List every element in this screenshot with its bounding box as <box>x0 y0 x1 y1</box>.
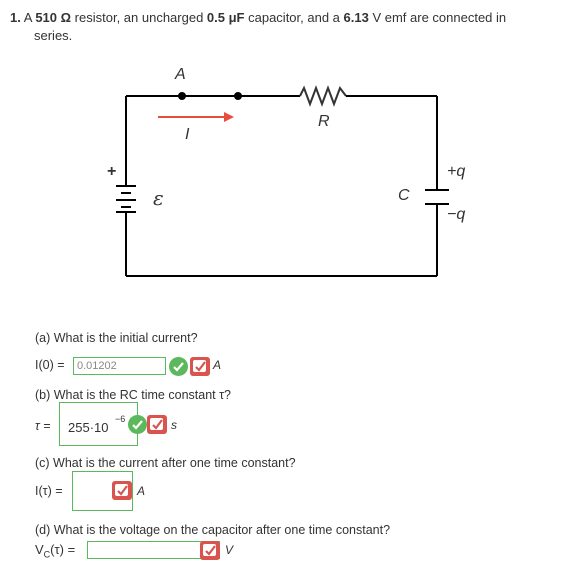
part-a-correct-check-icon <box>169 357 188 376</box>
circuit-diagram <box>116 85 449 277</box>
part-a-unit: A <box>213 358 222 372</box>
part-d-var-sub: C <box>43 549 51 560</box>
label-plus: + <box>107 163 117 180</box>
part-b-value-exponent: −6 <box>115 414 126 424</box>
question-number: 1. <box>10 10 21 25</box>
part-a-prompt: (a) What is the initial current? <box>35 331 198 345</box>
label-capacitor: C <box>398 187 410 204</box>
label-minus-q: −q <box>447 206 466 223</box>
part-b-var-label: τ = <box>35 419 51 433</box>
part-c-var-label: I(τ) = <box>35 484 63 498</box>
part-d-var-label: VC(τ) = <box>35 542 75 560</box>
part-a-answer-field[interactable]: 0.01202 <box>73 357 166 375</box>
part-c-prompt: (c) What is the current after one time c… <box>35 456 296 470</box>
part-b-flag-button[interactable] <box>147 415 167 434</box>
node-b <box>234 92 242 100</box>
node-a <box>178 92 186 100</box>
part-d-prompt: (d) What is the voltage on the capacitor… <box>35 523 391 537</box>
question-text-a: A <box>23 10 36 25</box>
part-b-prompt: (b) What is the RC time constant τ? <box>35 388 231 402</box>
current-arrow-head <box>224 112 234 122</box>
question-text-b: resistor, an uncharged <box>71 10 207 25</box>
part-b-correct-check-icon <box>128 415 147 434</box>
emf-value: 6.13 <box>343 10 369 25</box>
part-a-flag-button[interactable] <box>190 357 210 376</box>
label-current: I <box>185 126 190 143</box>
label-resistor: R <box>318 113 330 130</box>
part-b-unit: s <box>171 418 177 432</box>
question-text-line2: series. <box>34 28 73 43</box>
question-text: 1. A 510 Ω resistor, an uncharged 0.5 μF… <box>10 9 570 27</box>
part-d-flag-button[interactable] <box>200 541 220 560</box>
resistance-value: 510 Ω <box>35 10 72 25</box>
part-d-unit: V <box>225 543 234 557</box>
label-plus-q: +q <box>447 163 466 180</box>
resistor-symbol <box>299 85 347 107</box>
capacitance-value: 0.5 μF <box>206 10 245 25</box>
part-d-var-main: V <box>35 542 44 557</box>
question-text-d: V emf are connected in <box>368 10 507 25</box>
part-b-value-mantissa: 255·10 <box>68 420 109 435</box>
part-d-var-tail: (τ) = <box>50 542 76 557</box>
part-b-answer-field[interactable]: 255·10 −6 <box>59 402 138 446</box>
label-a: A <box>175 66 186 83</box>
question-text-c: capacitor, and a <box>244 10 344 25</box>
part-c-flag-button[interactable] <box>112 481 132 500</box>
part-c-unit: A <box>137 484 146 498</box>
part-a-var-label: I(0) = <box>35 358 65 372</box>
label-emf: ε <box>153 186 164 210</box>
